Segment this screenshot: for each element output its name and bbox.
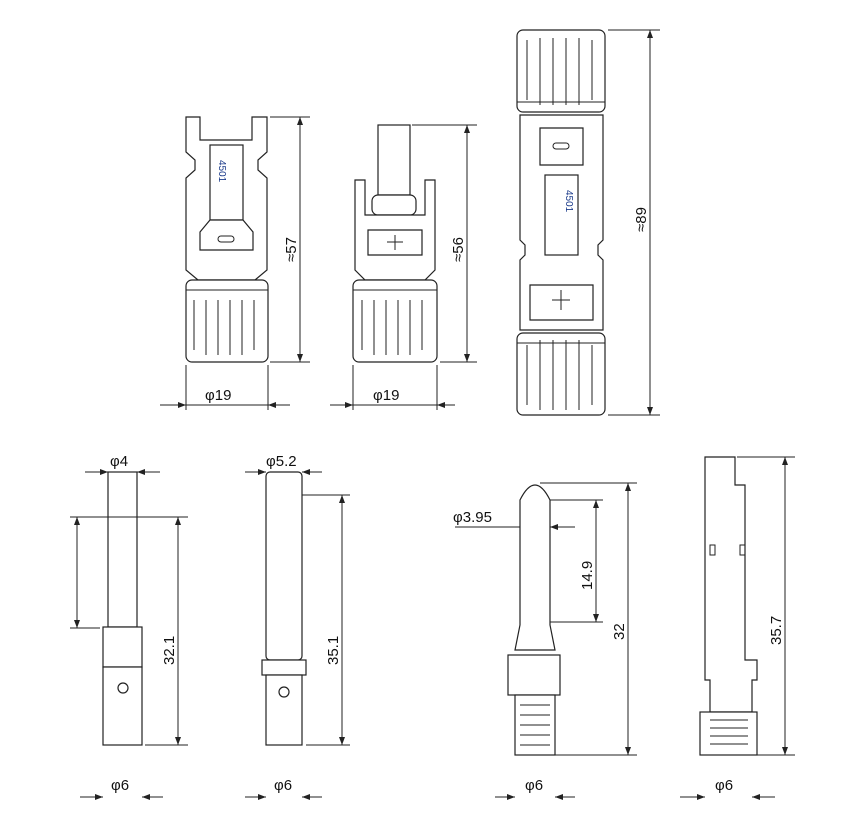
pin-4 [699, 456, 758, 756]
length-label: 35.1 [325, 636, 342, 665]
diameter-label: φ19 [373, 387, 399, 404]
length-label: ≈89 [633, 207, 650, 232]
diameter-label: φ19 [205, 387, 231, 404]
pin-1 [102, 471, 143, 746]
length-label: 32.1 [161, 636, 178, 665]
base-diameter: φ6 [715, 777, 733, 794]
marking-text: 4501 [216, 160, 227, 183]
mated-assembly: 4501 [516, 29, 606, 416]
base-diameter: φ6 [525, 777, 543, 794]
base-diameter: φ6 [274, 777, 292, 794]
female-connector: 4501 [185, 116, 269, 363]
base-diameter: φ6 [111, 777, 129, 794]
tip-diameter: φ5.2 [266, 453, 297, 470]
male-connector [352, 124, 438, 363]
length-label: 35.7 [768, 616, 785, 645]
marking-text: 4501 [563, 190, 574, 213]
length-label: 32 [611, 623, 628, 640]
length-label: ≈56 [450, 237, 467, 262]
tip-diameter: φ3.95 [453, 509, 492, 526]
pin-3 [507, 484, 561, 756]
length-label: ≈57 [283, 237, 300, 262]
tip-diameter: φ4 [110, 453, 128, 470]
pin-2 [261, 471, 307, 746]
partial-length: 14.9 [579, 561, 596, 590]
